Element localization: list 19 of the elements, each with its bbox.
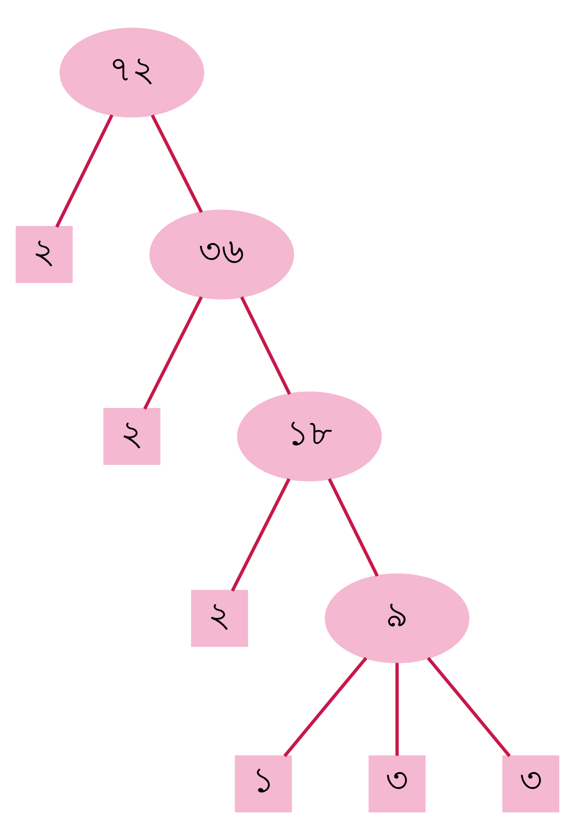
node-ellipse: ৭২ [60, 27, 204, 118]
connector [240, 296, 292, 394]
node-ellipse: ৩৬ [149, 209, 294, 299]
node-box: ৩ [368, 754, 426, 812]
connector [150, 114, 203, 212]
node-box: ৩ [502, 754, 560, 812]
node-box: ২ [103, 407, 160, 464]
connector [328, 478, 379, 576]
connector [230, 478, 290, 592]
node-box: ২ [16, 226, 73, 283]
node-ellipse: ৯ [324, 572, 470, 663]
connector [143, 296, 203, 410]
connector [426, 656, 511, 757]
connector [283, 656, 368, 757]
node-box: ২ [191, 589, 248, 646]
node-box: ১ [234, 754, 292, 812]
connector [395, 662, 399, 756]
connector [55, 114, 114, 228]
node-ellipse: ১৮ [237, 391, 382, 481]
